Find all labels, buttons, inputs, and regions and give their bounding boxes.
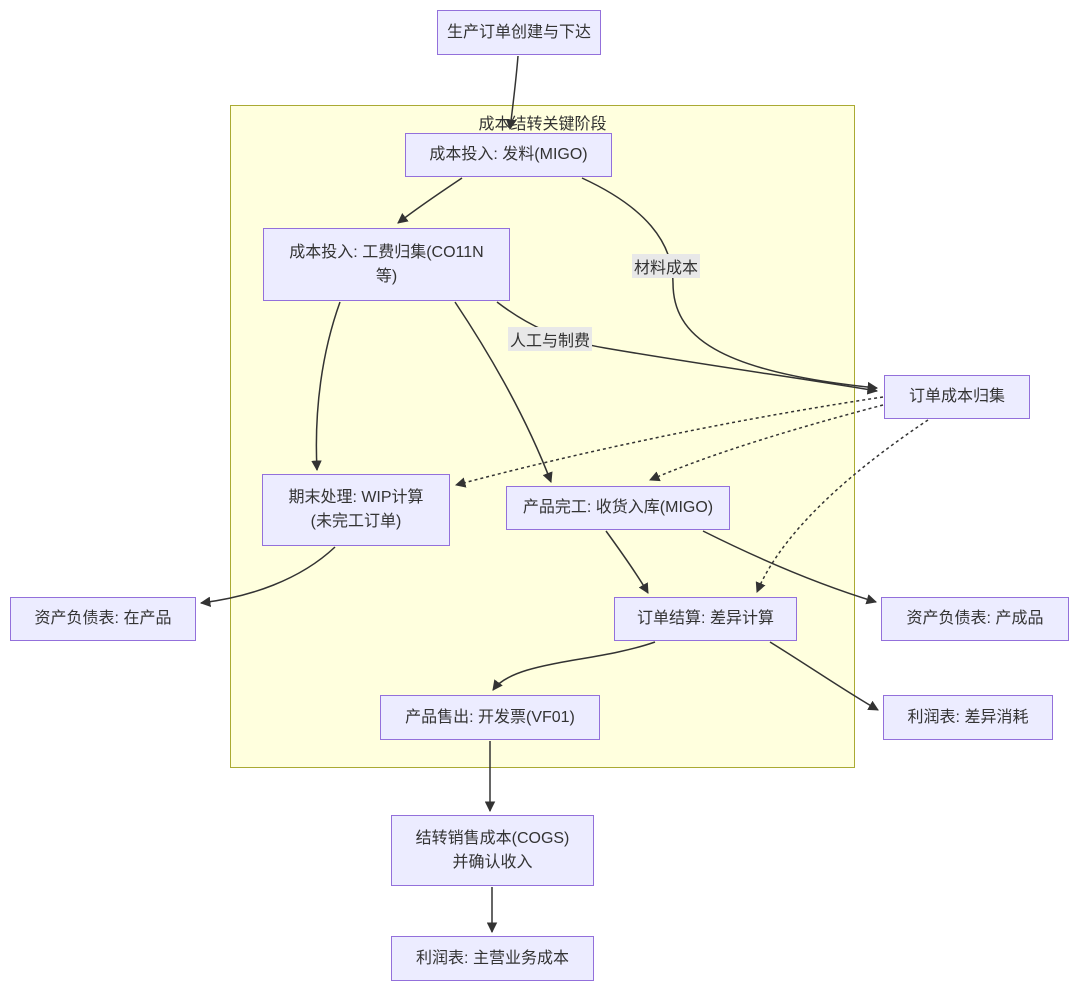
edge-labor-to-receipt <box>454 301 553 483</box>
edge-settlement-to-pl-variance <box>769 641 879 711</box>
node-issue-material: 成本投入: 发料(MIGO) <box>405 133 612 177</box>
node-create-order: 生产订单创建与下达 <box>437 10 601 55</box>
edge-labor-to-wip <box>311 301 341 472</box>
edge-issue-to-labor <box>397 177 463 224</box>
node-order-cost-collection: 订单成本归集 <box>884 375 1030 419</box>
edge-issue-to-collection <box>581 177 879 393</box>
edge-label-material-cost: 材料成本 <box>631 254 701 278</box>
cost-transfer-cluster: 成本结转关键阶段 <box>230 105 855 768</box>
edge-collection-to-receipt-dotted <box>649 404 884 482</box>
edge-labor-to-collection <box>496 301 879 395</box>
node-cogs: 结转销售成本(COGS) 并确认收入 <box>391 815 594 886</box>
edge-receipt-to-settlement <box>605 530 649 594</box>
node-bs-wip: 资产负债表: 在产品 <box>10 597 196 641</box>
node-product-sale: 产品售出: 开发票(VF01) <box>380 695 600 740</box>
node-goods-receipt: 产品完工: 收货入库(MIGO) <box>506 486 730 530</box>
node-pl-main-cost: 利润表: 主营业务成本 <box>391 936 594 981</box>
edge-label-labor-overhead: 人工与制费 <box>507 327 593 351</box>
node-labor-collection: 成本投入: 工费归集(CO11N 等) <box>263 228 510 301</box>
edge-collection-to-settlement-dotted <box>755 419 929 593</box>
node-order-settlement: 订单结算: 差异计算 <box>614 597 797 641</box>
node-pl-variance: 利润表: 差异消耗 <box>883 695 1053 740</box>
edge-receipt-to-bs-fg <box>702 530 878 605</box>
node-wip-calc: 期末处理: WIP计算 (未完工订单) <box>262 474 450 546</box>
edge-create-to-issue <box>505 55 519 131</box>
node-bs-finished-goods: 资产负债表: 产成品 <box>881 597 1069 641</box>
edge-wip-to-bs-wip <box>199 546 336 608</box>
edge-collection-to-wip-dotted <box>454 396 884 488</box>
edge-settlement-to-sale <box>492 641 656 691</box>
